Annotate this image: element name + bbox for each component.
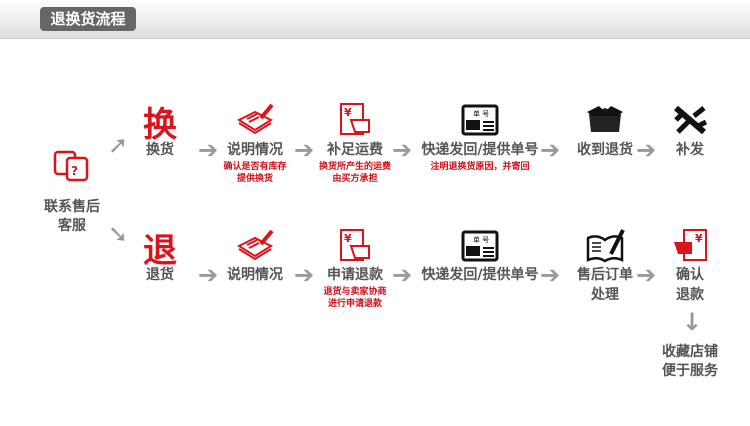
exchange-step-note: 确认是否有库存 [223, 162, 287, 172]
arrow-right-icon: ➔ [392, 261, 413, 289]
yen-payment-icon: ¥ [335, 102, 375, 138]
exchange-step-label: 补足运费 [327, 142, 383, 158]
contact-icon: ? [52, 148, 92, 184]
svg-text:单 号: 单 号 [473, 235, 489, 244]
yen-refund-icon: ¥ [670, 228, 710, 264]
refund-step-label: 确认 [676, 267, 704, 283]
exchange-step-label: 说明情况 [227, 142, 283, 158]
airplane-icon [670, 102, 710, 138]
refund-big-char: 退 [143, 231, 177, 271]
arrow-right-icon: ➔ [540, 261, 561, 289]
refund-step-note: 退货与卖家协商 [323, 287, 387, 297]
final-label-1: 收藏店铺 [662, 344, 718, 360]
svg-text:¥: ¥ [344, 232, 352, 245]
start-label-2: 客服 [58, 218, 86, 234]
exchange-step-label: 收到退货 [577, 142, 633, 158]
arrow-right-icon: ➔ [294, 136, 315, 164]
exchange-step-label: 补发 [676, 142, 704, 158]
svg-text:¥: ¥ [695, 232, 703, 245]
yen-payment-icon: ¥ [335, 228, 375, 264]
arrow-right-icon: ➔ [636, 261, 657, 289]
exchange-step-label: 换货 [146, 142, 174, 158]
arrow-right-icon: ➔ [198, 136, 219, 164]
refund-step-label: 说明情况 [227, 267, 283, 283]
refund-step-label-2: 处理 [591, 287, 619, 303]
exchange-step-note-2: 由买方承担 [332, 174, 378, 184]
arrow-right-icon: ➔ [392, 136, 413, 164]
refund-step-label: 申请退款 [327, 267, 383, 283]
arrow-right-icon: ➔ [636, 136, 657, 164]
arrow-down-icon: ↓ [682, 308, 703, 336]
exchange-step-note: 换货所产生的运费 [318, 162, 392, 172]
exchange-step-note-2: 提供换货 [236, 174, 274, 184]
svg-text:¥: ¥ [344, 106, 352, 119]
refund-step-label-2: 退款 [676, 287, 704, 303]
refund-step-note-2: 进行申请退款 [327, 299, 383, 309]
refund-step-label: 退货 [146, 267, 174, 283]
arrow-up-right-icon: ➚ [108, 131, 129, 159]
waybill-icon: 单 号 [460, 228, 500, 264]
exchange-step-label: 快递发回/提供单号 [421, 142, 539, 158]
waybill-icon: 单 号 [460, 102, 500, 138]
box-icon [585, 102, 625, 138]
start-label-1: 联系售后 [44, 199, 100, 215]
svg-text:单 号: 单 号 [473, 109, 489, 118]
refund-step-label: 售后订单 [577, 267, 633, 283]
arrow-right-icon: ➔ [198, 261, 219, 289]
book-pen-icon [585, 228, 625, 264]
exchange-step-note: 注明退换货原因，并寄回 [430, 162, 530, 172]
arrow-right-icon: ➔ [294, 261, 315, 289]
page-title: 退换货流程 [40, 7, 136, 31]
arrow-right-icon: ➔ [540, 136, 561, 164]
notebook-pen-icon [235, 228, 275, 264]
refund-step-label: 快递发回/提供单号 [421, 267, 539, 283]
arrow-down-right-icon: ➘ [108, 220, 129, 248]
notebook-pen-icon [235, 102, 275, 138]
header-bar: 退换货流程 [0, 0, 750, 39]
final-label-2: 便于服务 [662, 363, 718, 379]
exchange-big-char: 换 [143, 105, 177, 145]
svg-text:?: ? [71, 164, 78, 178]
